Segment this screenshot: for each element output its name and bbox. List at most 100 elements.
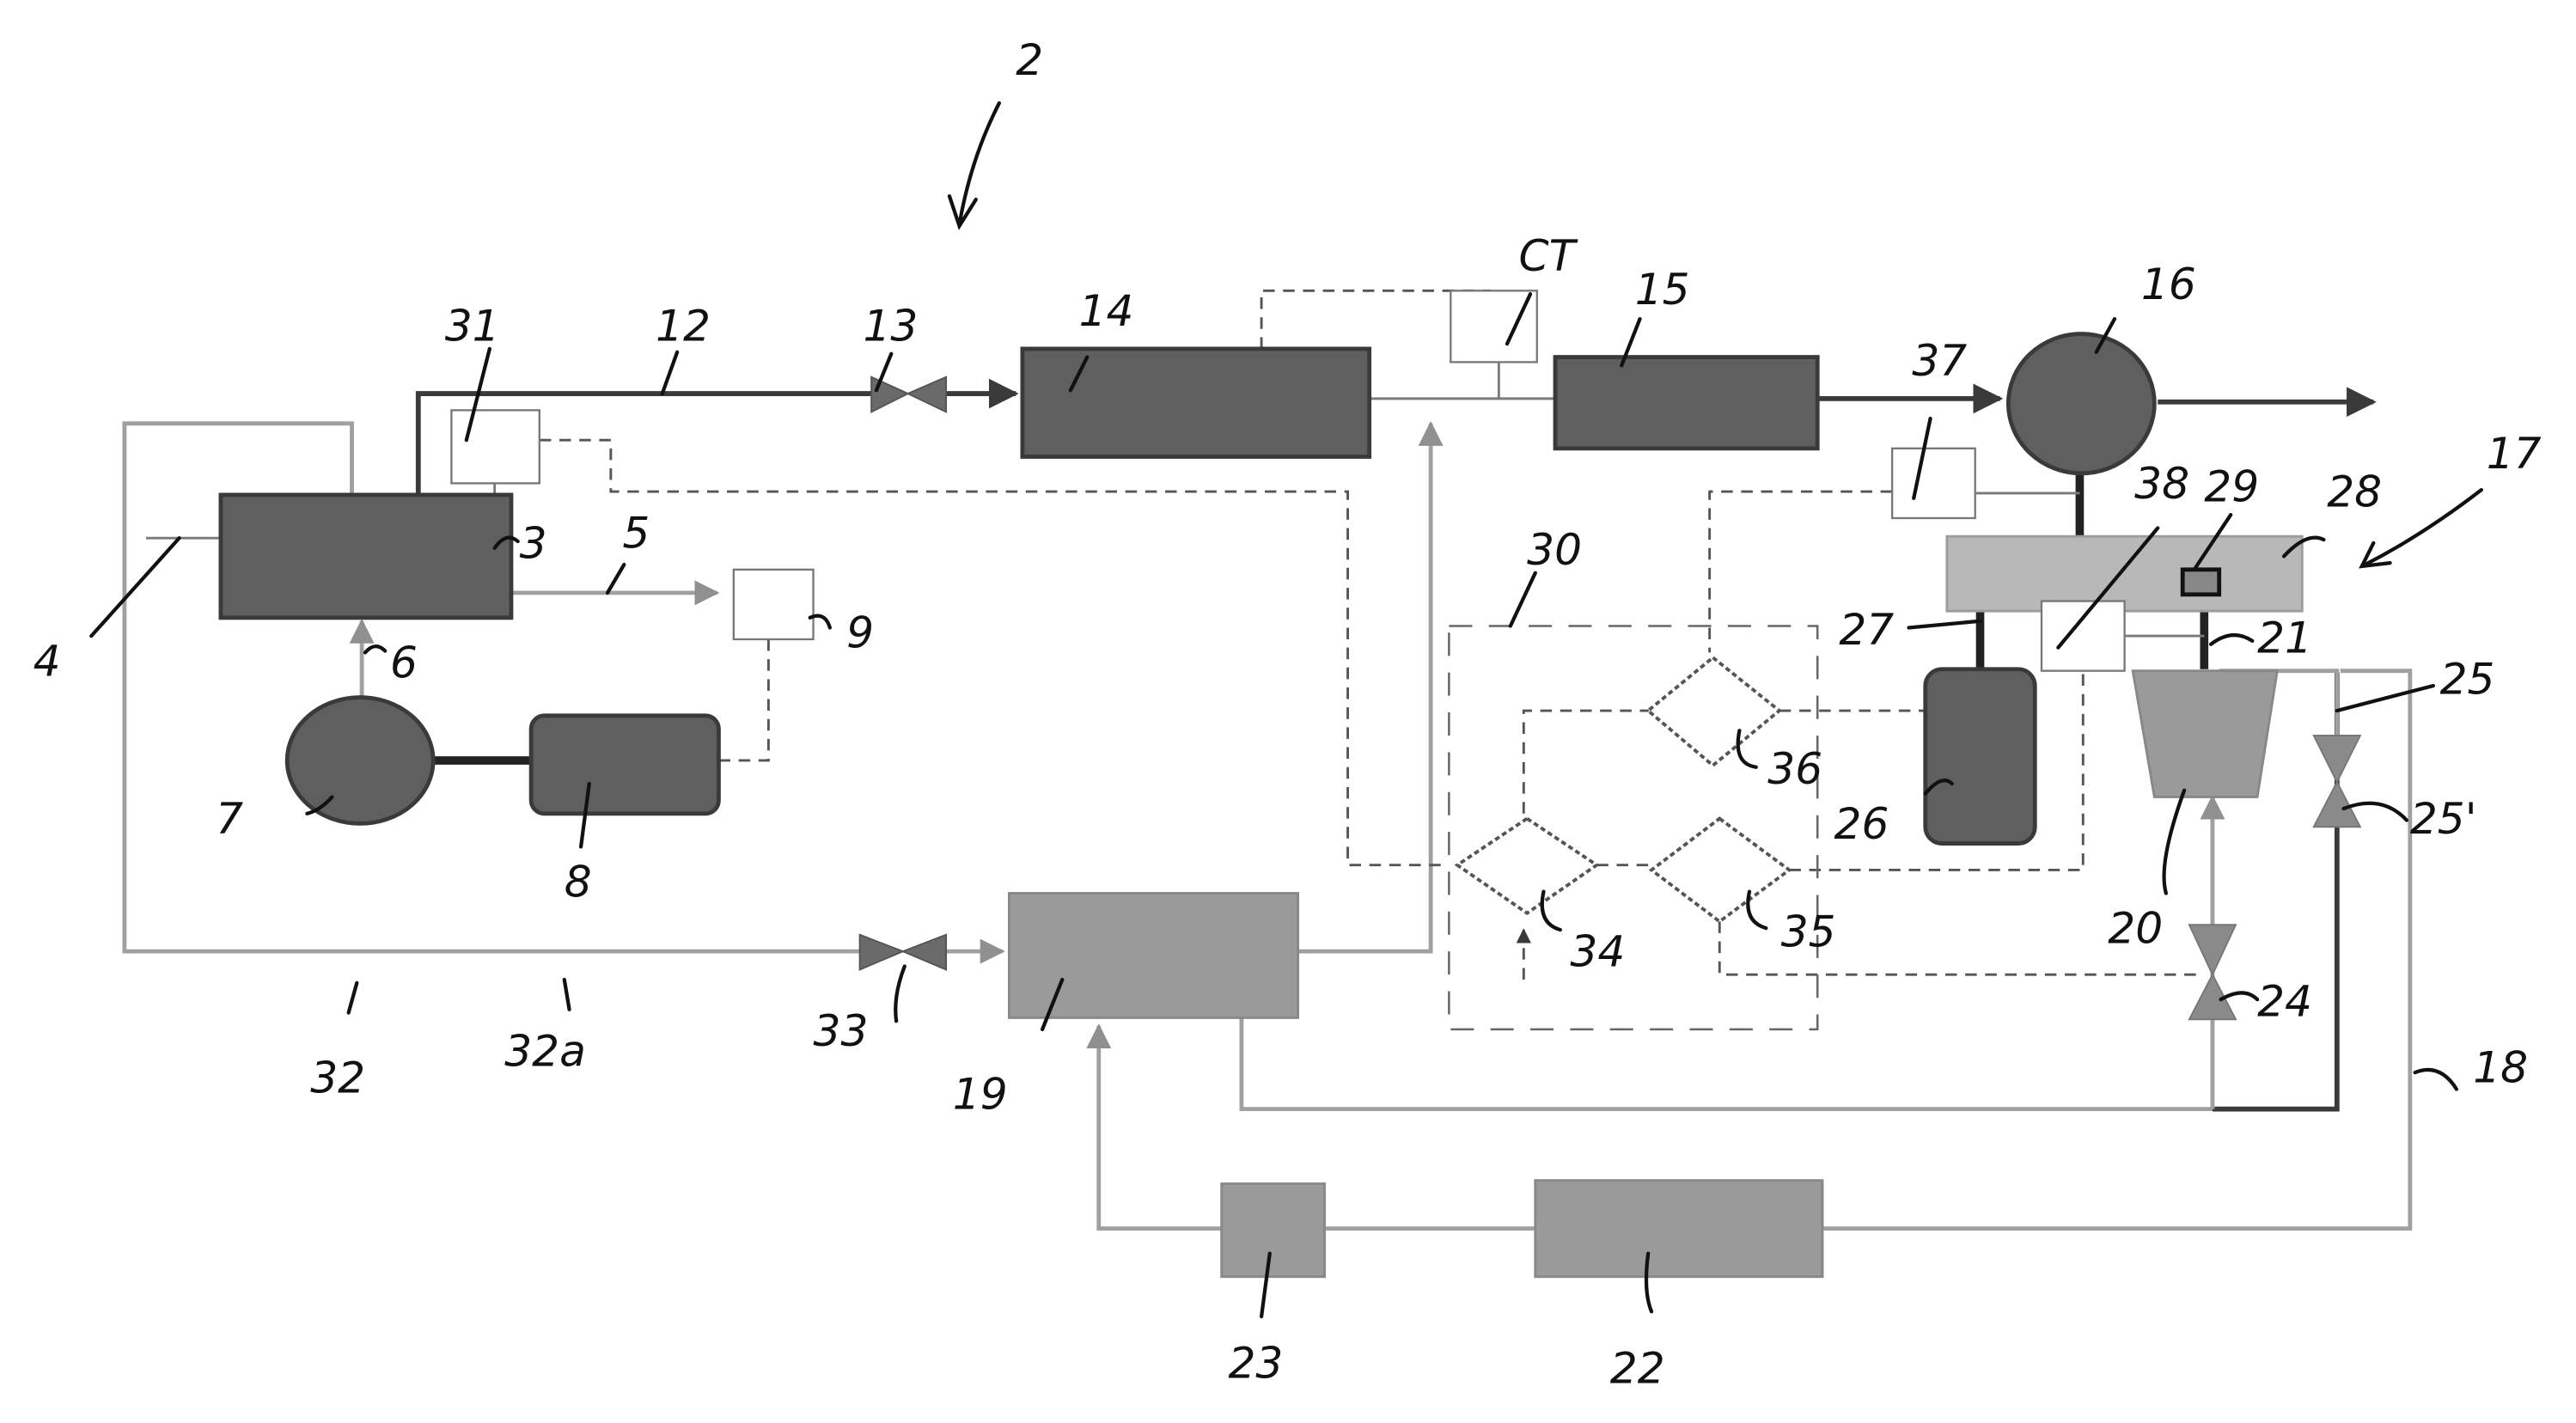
label-3: 3 [520,517,547,568]
component-38[interactable] [2040,600,2126,672]
leader-28 [2281,535,2326,559]
component-14[interactable] [1020,346,1372,459]
component-19[interactable] [1008,892,1300,1019]
component-26[interactable] [1923,667,2037,846]
component-20[interactable] [2131,669,2279,798]
leader-25p [2341,801,2409,822]
leader-3 [492,535,520,550]
label-12: 12 [656,300,711,351]
leader-38 [2056,526,2160,650]
label-22: 22 [1610,1342,1665,1393]
leader-17-head [2359,540,2392,569]
leader-18 [2413,1067,2459,1091]
leader-12 [660,350,680,396]
label-31: 31 [445,300,500,351]
label-17: 17 [2487,428,2542,479]
leader-32 [346,980,359,1015]
leader-23 [1259,1251,1272,1319]
label-27: 27 [1839,604,1894,655]
label-16: 16 [2141,259,2196,309]
label-28: 28 [2327,466,2382,516]
leader-5 [605,562,626,595]
label-21: 21 [2257,612,2312,663]
leader-2 [957,101,1002,227]
component-37[interactable] [1890,447,1976,520]
leader-26 [1923,779,1954,796]
valve-24[interactable] [2188,924,2237,1021]
label-9: 9 [846,608,874,658]
label-19: 19 [953,1069,1008,1120]
label-37: 37 [1912,335,1967,386]
dash-9-8 [718,638,770,762]
label-4: 4 [34,635,61,686]
label-29: 29 [2204,461,2259,512]
leader-20 [2162,788,2187,895]
leader-8 [578,781,591,849]
valve-25[interactable] [2312,735,2362,828]
label-34: 34 [1570,926,1625,977]
line-23-19 [1086,1023,1222,1231]
leader-25 [2335,683,2435,713]
label-32: 32 [310,1052,365,1102]
label-24: 24 [2257,975,2312,1026]
component-31[interactable] [450,409,540,485]
component-3[interactable] [218,492,514,620]
component-8[interactable] [528,713,721,816]
dash-37-36 [1708,490,1893,653]
leader-24 [2219,991,2260,1002]
leader-34 [1540,889,1562,932]
label-18: 18 [2473,1042,2528,1093]
line-32 [122,421,860,954]
label-26: 26 [1834,798,1889,849]
leader-29 [2192,512,2233,571]
label-33: 33 [814,1005,869,1056]
leader-4 [89,536,181,638]
line-18 [1822,669,2413,1231]
leader-35 [1746,889,1768,931]
component-9[interactable] [732,568,815,641]
dash-36-34 [1522,709,1652,819]
leader-32a [562,977,571,1011]
leader-14 [1068,355,1090,393]
unit-34[interactable] [1454,816,1600,916]
line-12 [415,391,872,495]
label-14: 14 [1079,285,1134,336]
unit-35[interactable] [1648,816,1792,924]
label-32a: 32a [504,1025,586,1076]
label-20: 20 [2108,902,2163,953]
component-23[interactable] [1220,1182,1326,1279]
leader-17 [2363,487,2484,567]
leader-33 [894,964,906,1023]
leader-9 [808,614,832,630]
label-25p: 25' [2410,793,2477,844]
component-7[interactable] [284,695,436,826]
valve-33[interactable] [858,933,948,971]
leader-36 [1736,729,1758,769]
component-28[interactable] [1945,534,2304,613]
label-13: 13 [863,300,918,351]
dash-35-38 [1789,672,2085,871]
component-CT[interactable] [1450,290,1538,363]
component-22[interactable] [1534,1179,1824,1279]
label-6: 6 [390,637,418,687]
leader-2-head [947,194,978,230]
component-15[interactable] [1553,355,1820,451]
label-2: 2 [1016,34,1043,85]
leader-19 [1040,977,1065,1032]
leader-15 [1620,317,1642,368]
leader-27 [1907,619,1982,630]
leader-13 [874,351,894,393]
leader-30 [1508,571,1537,628]
unit-36[interactable] [1645,655,1782,768]
leader-21 [2208,633,2255,646]
leader-37 [1912,416,1932,500]
line-19-out [1297,420,1444,954]
line-19-return [1239,1017,2213,1112]
leader-6 [363,644,388,655]
label-25: 25 [2440,654,2495,705]
component-29[interactable] [2180,567,2222,597]
valve-13[interactable] [870,376,948,413]
label-38: 38 [2134,458,2189,509]
component-16[interactable] [2005,332,2157,476]
